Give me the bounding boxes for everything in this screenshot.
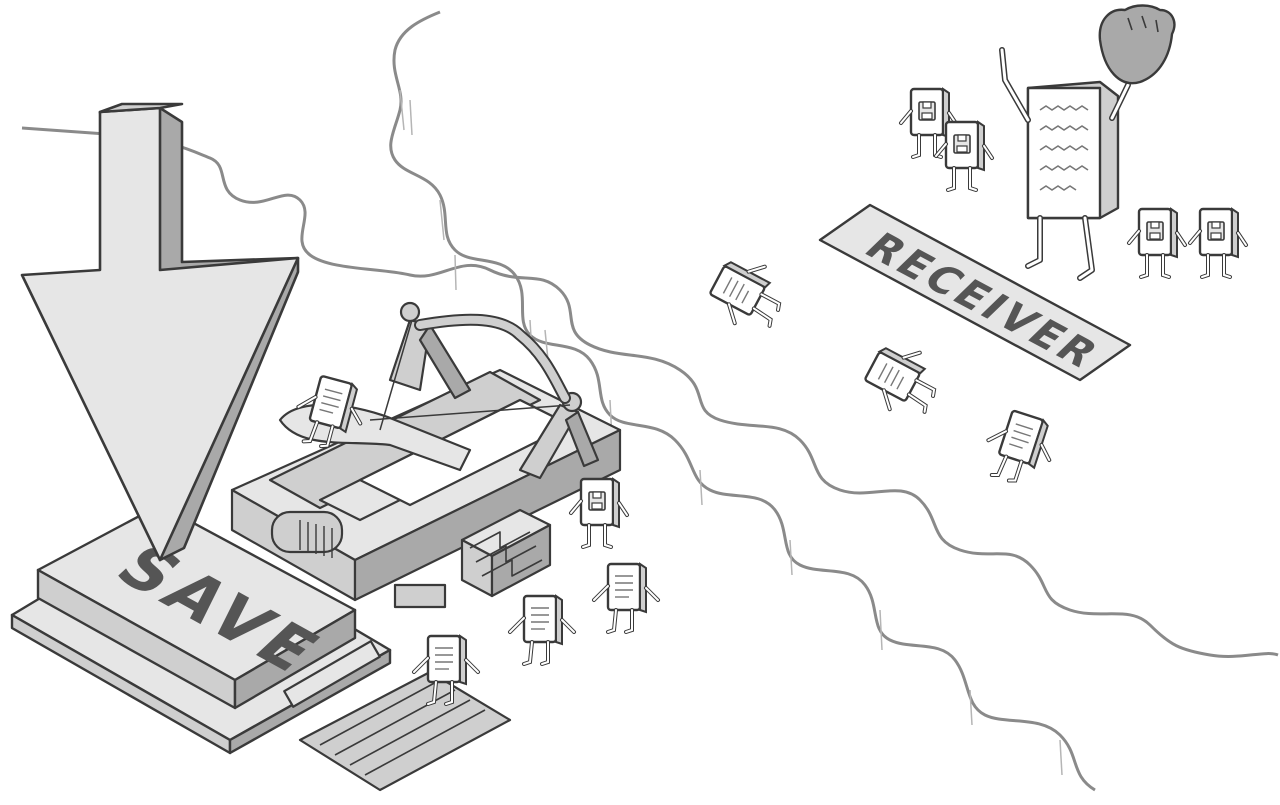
catcher-glove-icon — [1098, 4, 1176, 85]
cliff-hatching — [399, 89, 1063, 776]
chasm-front-edge — [389, 10, 1096, 792]
download-arrow-icon — [20, 102, 300, 562]
character-receiver-floppy-3 — [1129, 209, 1185, 277]
receiver-sign: RECEIVER — [818, 203, 1132, 382]
chasm — [21, 10, 1279, 792]
character-doc-landed-1 — [703, 250, 793, 338]
character-doc-landed-2 — [858, 336, 948, 424]
character-doc-queue-2 — [508, 594, 576, 666]
machine-stairs — [469, 531, 543, 577]
catapult-machine — [230, 301, 622, 708]
character-receiver-floppy-4 — [1190, 209, 1246, 277]
stairwell — [298, 670, 512, 792]
character-receiver-big-document — [999, 4, 1176, 281]
chasm-back-edge — [21, 126, 1279, 658]
character-doc-stumbling — [976, 404, 1063, 493]
character-doc-queue-1 — [592, 562, 660, 634]
